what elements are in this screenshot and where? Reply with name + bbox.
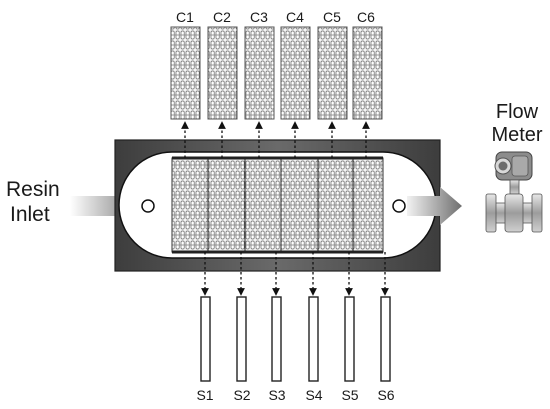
- sensor-tube-s5: [344, 296, 355, 382]
- sensor-label-s6: S6: [377, 387, 394, 403]
- coupon-sample-c5: [317, 26, 348, 120]
- sensor-tube-s1: [200, 296, 211, 382]
- coupon-sample-c4: [280, 26, 311, 120]
- coupon-labels: C1 C2 C3 C4 C5 C6: [176, 9, 375, 25]
- mold-fabric-preform: [171, 156, 384, 254]
- flow-meter-label-line2: Meter: [491, 124, 542, 146]
- coupon-connectors: [181, 121, 370, 158]
- sensor-labels: S1 S2 S3 S4 S5 S6: [196, 387, 394, 403]
- sensor-connectors: [201, 252, 389, 296]
- sensor-tube-s3: [271, 296, 282, 382]
- outlet-port-icon: [392, 199, 406, 213]
- sensor-label-s1: S1: [196, 387, 213, 403]
- resin-outlet-arrow: [407, 187, 462, 225]
- sensor-label-s4: S4: [305, 387, 322, 403]
- coupon-label-c1: C1: [176, 9, 194, 25]
- sensor-tubes: [200, 296, 391, 382]
- flow-meter-device-icon: [485, 151, 543, 233]
- resin-inlet-label-line2: Inlet: [10, 203, 50, 226]
- sensor-tube-s4: [308, 296, 319, 382]
- coupon-sample-c3: [244, 26, 275, 120]
- coupon-samples: [170, 26, 383, 120]
- sensor-label-s2: S2: [233, 387, 250, 403]
- coupon-sample-c1: [170, 26, 201, 120]
- flow-meter-label-line1: Flow: [496, 101, 539, 123]
- sensor-label-s5: S5: [341, 387, 358, 403]
- coupon-label-c2: C2: [213, 9, 231, 25]
- inlet-port-icon: [141, 199, 155, 213]
- coupon-label-c5: C5: [323, 9, 341, 25]
- coupon-label-c3: C3: [250, 9, 268, 25]
- resin-inlet-label-line1: Resin: [6, 178, 60, 201]
- sensor-tube-s2: [236, 296, 247, 382]
- coupon-sample-c2: [207, 26, 238, 120]
- coupon-label-c4: C4: [286, 9, 304, 25]
- coupon-sample-c6: [352, 26, 383, 120]
- coupon-label-c6: C6: [357, 9, 375, 25]
- sensor-tube-s6: [380, 296, 391, 382]
- sensor-label-s3: S3: [268, 387, 285, 403]
